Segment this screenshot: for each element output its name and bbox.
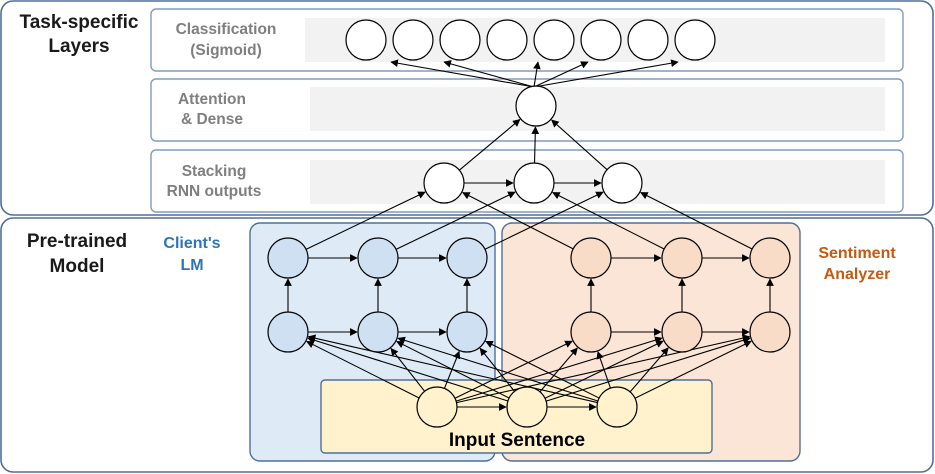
edge-arrow-7 bbox=[531, 126, 540, 164]
edge-arrow-1 bbox=[390, 59, 535, 88]
edge-arrow-4 bbox=[533, 61, 589, 88]
sentiment-bottom-node-1 bbox=[570, 311, 612, 353]
sentiment-bottom-node-3 bbox=[749, 311, 791, 353]
nodes-group bbox=[267, 19, 791, 428]
edge-arrow-5 bbox=[533, 59, 679, 88]
attention-label-line2: & Dense bbox=[181, 111, 243, 128]
classification-node-8 bbox=[674, 19, 716, 61]
input-sentence-label: Input Sentence bbox=[449, 430, 585, 451]
sentiment-top-node-2 bbox=[661, 237, 703, 279]
classification-label-line1: Classification bbox=[176, 21, 277, 38]
edge-arrow-36 bbox=[454, 340, 573, 399]
input-node-2 bbox=[506, 386, 548, 428]
edge-arrow-50 bbox=[634, 340, 752, 399]
stacking-node-3 bbox=[601, 162, 643, 204]
edge-arrow-2 bbox=[443, 60, 535, 88]
stacking-node-1 bbox=[423, 162, 465, 204]
classification-node-7 bbox=[627, 19, 669, 61]
sentiment-analyzer-label-line1: Sentiment bbox=[818, 245, 896, 262]
edge-arrow-6 bbox=[458, 118, 521, 171]
edge-arrow-31 bbox=[552, 192, 665, 250]
input-node-3 bbox=[596, 386, 638, 428]
input-node-1 bbox=[416, 386, 458, 428]
client-lm-bottom-node-3 bbox=[446, 311, 488, 353]
edge-arrow-39 bbox=[307, 336, 509, 402]
classification-node-3 bbox=[439, 19, 481, 61]
pretrained-title-line1: Pre-trained bbox=[27, 231, 127, 252]
sentiment-top-node-3 bbox=[749, 237, 791, 279]
client-lm-top-node-3 bbox=[446, 237, 488, 279]
classification-node-6 bbox=[580, 19, 622, 61]
edge-arrow-32 bbox=[640, 192, 753, 250]
attention-label-line1: Attention bbox=[178, 91, 246, 108]
stacking-label-line2: RNN outputs bbox=[167, 183, 262, 200]
client-lm-top-node-2 bbox=[357, 237, 399, 279]
client-lm-label-line1: Client's bbox=[163, 235, 220, 252]
classification-node-1 bbox=[345, 19, 387, 61]
task-specific-title-line1: Task-specific bbox=[20, 12, 139, 33]
edge-arrow-28 bbox=[395, 191, 516, 250]
sentiment-top-node-1 bbox=[570, 237, 612, 279]
classification-node-4 bbox=[486, 19, 528, 61]
sentiment-bottom-node-2 bbox=[661, 311, 703, 353]
classification-node-5 bbox=[533, 19, 575, 61]
client-lm-bottom-node-2 bbox=[357, 311, 399, 353]
edge-arrow-29 bbox=[484, 191, 604, 250]
sentiment-analyzer-label-line2: Analyzer bbox=[824, 266, 891, 283]
edge-arrow-30 bbox=[462, 192, 574, 250]
edge-arrow-33 bbox=[306, 340, 420, 399]
classification-label-line2: (Sigmoid) bbox=[190, 42, 261, 59]
stacking-band bbox=[310, 160, 885, 204]
edge-arrow-46 bbox=[397, 336, 599, 402]
edge-arrow-8 bbox=[551, 119, 608, 171]
stacking-node-2 bbox=[513, 162, 555, 204]
edge-arrow-27 bbox=[305, 191, 426, 250]
edge-arrow-49 bbox=[629, 347, 669, 393]
edge-arrow-45 bbox=[307, 334, 598, 404]
stacking-label-line1: Stacking bbox=[182, 163, 247, 180]
attention-node bbox=[515, 85, 557, 127]
attention-band bbox=[310, 87, 885, 131]
edge-arrow-47 bbox=[485, 340, 600, 399]
pretrained-title-line2: Model bbox=[50, 256, 105, 277]
edge-arrow-48 bbox=[596, 351, 611, 389]
edge-arrow-3 bbox=[533, 61, 541, 88]
client-lm-label-line2: LM bbox=[180, 257, 203, 274]
client-lm-top-node-1 bbox=[267, 237, 309, 279]
edge-arrow-44 bbox=[545, 336, 751, 402]
task-specific-title-line2: Layers bbox=[48, 36, 109, 57]
edges-group bbox=[284, 59, 774, 411]
classification-node-2 bbox=[392, 19, 434, 61]
client-lm-bottom-node-1 bbox=[267, 311, 309, 353]
